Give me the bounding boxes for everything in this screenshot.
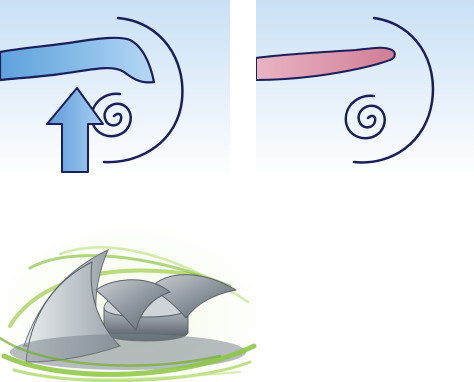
- sky-background: [0, 0, 230, 178]
- wave-spiral-up-arrow-icon: [0, 0, 230, 178]
- wave-spiral-arrow-panel: [0, 0, 230, 178]
- impeller-icon: [0, 206, 258, 382]
- sky-background: [256, 0, 474, 178]
- wave-spiral-panel: [256, 0, 474, 178]
- impeller-panel: [0, 206, 258, 382]
- wave-spiral-icon: [256, 0, 474, 178]
